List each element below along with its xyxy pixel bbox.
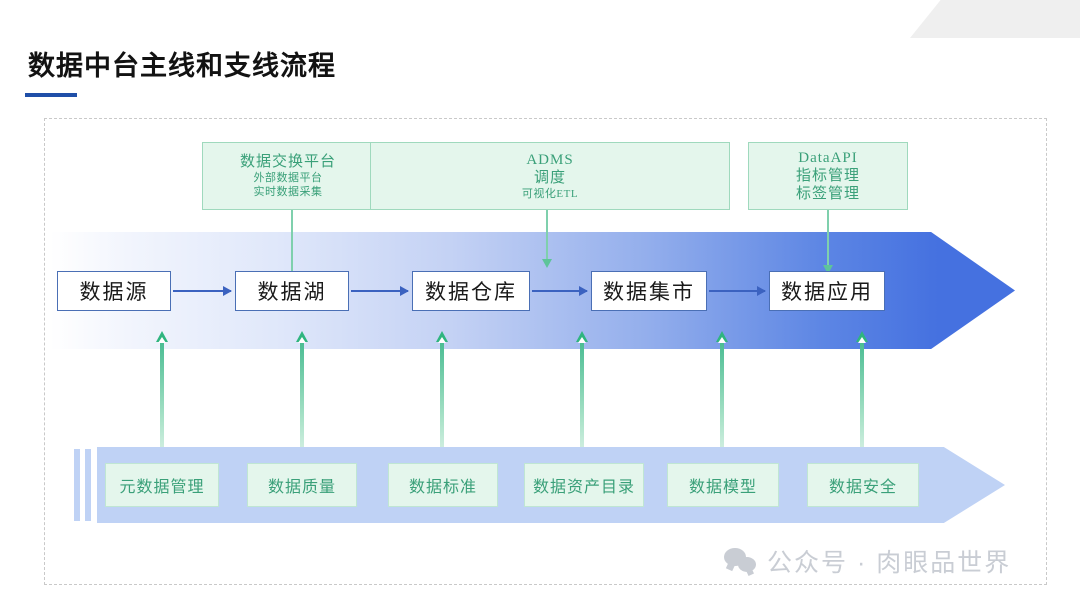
support-arrow-2 [296, 331, 308, 461]
watermark: 公众号 · 肉眼品世界 [724, 543, 1011, 579]
module-subtitle-1: 指标管理 [795, 167, 860, 184]
chain-box-data-source[interactable]: 数据源 [57, 271, 171, 311]
support-arrow-1 [156, 331, 168, 461]
support-arrow-3 [436, 331, 448, 461]
governance-box-data-standard[interactable]: 数据标准 [388, 463, 498, 507]
band-tick-2 [85, 449, 91, 521]
support-arrow-6 [856, 331, 868, 461]
chain-box-data-app[interactable]: 数据应用 [769, 271, 885, 311]
governance-box-data-model[interactable]: 数据模型 [667, 463, 779, 507]
module-data-exchange-platform[interactable]: 数据交换平台 外部数据平台 实时数据采集 [202, 142, 374, 210]
governance-box-metadata-management[interactable]: 元数据管理 [105, 463, 219, 507]
chain-box-data-mart[interactable]: 数据集市 [591, 271, 707, 311]
arrow-tip-up-icon [576, 331, 588, 342]
band-tick-1 [74, 449, 80, 521]
support-arrow-4 [576, 331, 588, 461]
page-title: 数据中台主线和支线流程 [28, 51, 336, 81]
module-title: 数据交换平台 [239, 153, 336, 170]
arrow-tip-up-icon [296, 331, 308, 342]
support-arrow-5 [716, 331, 728, 461]
governance-box-data-asset-catalog[interactable]: 数据资产目录 [524, 463, 644, 507]
chain-box-data-warehouse[interactable]: 数据仓库 [412, 271, 530, 311]
module-adms[interactable]: ADMS 调度 可视化ETL [370, 142, 730, 210]
title-underline [25, 93, 77, 97]
arrow-tip-up-inner-icon [718, 337, 726, 343]
flow-arrow-4-icon [709, 286, 766, 296]
arrow-tip-up-icon [436, 331, 448, 342]
module-subtitle-1: 可视化ETL [521, 188, 579, 201]
connector-api-to-app [823, 210, 833, 274]
arrow-tip-up-inner-icon [158, 337, 166, 343]
arrow-tip-down-icon [823, 265, 833, 274]
module-subtitle-2: 标签管理 [795, 186, 860, 203]
arrow-tip-up-inner-icon [578, 337, 586, 343]
corner-decoration [910, 0, 1080, 38]
connector-adms-to-warehouse [542, 210, 552, 268]
connector-exchange-to-lake [287, 210, 297, 281]
module-title: ADMS [526, 151, 574, 168]
watermark-text: 公众号 · 肉眼品世界 [767, 549, 1012, 577]
flow-arrow-3-icon [532, 286, 588, 296]
governance-box-data-security[interactable]: 数据安全 [807, 463, 919, 507]
arrow-tip-up-icon [156, 331, 168, 342]
module-data-api[interactable]: DataAPI 指标管理 标签管理 [748, 142, 908, 210]
flow-arrow-1-icon [173, 286, 232, 296]
arrow-tip-up-inner-icon [858, 337, 866, 343]
arrow-tip-down-icon [542, 259, 552, 268]
arrow-tip-up-icon [856, 331, 868, 342]
module-title: DataAPI [798, 149, 858, 166]
chain-box-data-lake[interactable]: 数据湖 [235, 271, 349, 311]
arrow-tip-up-icon [716, 331, 728, 342]
module-subtitle-1: 外部数据平台 [253, 172, 323, 185]
arrow-tip-up-inner-icon [438, 337, 446, 343]
wechat-icon [724, 548, 758, 574]
arrow-tip-up-inner-icon [298, 337, 306, 343]
flow-arrow-2-icon [351, 286, 409, 296]
governance-box-data-quality[interactable]: 数据质量 [247, 463, 357, 507]
module-title-line2: 调度 [533, 169, 566, 186]
module-subtitle-2: 实时数据采集 [253, 186, 323, 199]
